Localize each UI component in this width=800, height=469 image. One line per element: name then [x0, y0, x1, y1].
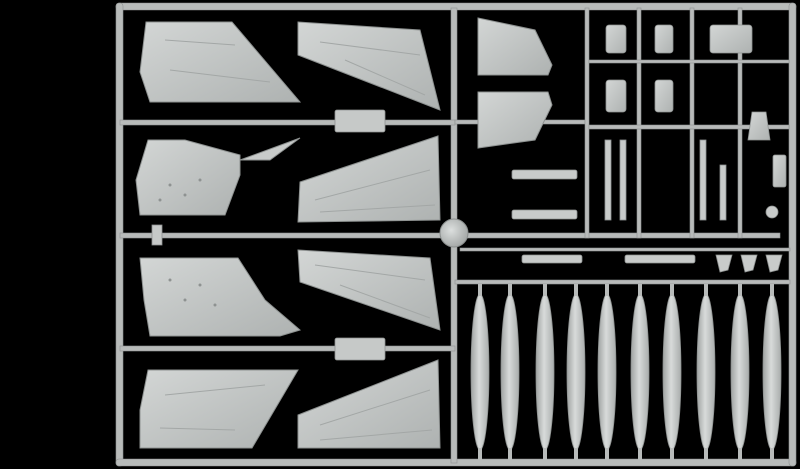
part-rudder-top — [477, 17, 553, 76]
part-ladder-connectors — [151, 109, 386, 361]
part-struts — [511, 139, 727, 264]
part-elevator-top — [297, 21, 441, 111]
sprue-hub — [439, 218, 469, 248]
part-pods — [470, 293, 782, 451]
part-small-clips — [715, 205, 783, 273]
part-wing-right-3 — [297, 249, 441, 331]
part-doors — [605, 24, 787, 188]
part-stabilizer-top-left — [139, 21, 302, 103]
part-pod-gates — [478, 284, 774, 460]
part-wing-right-2 — [297, 135, 441, 223]
part-fin-left-3 — [139, 257, 302, 337]
part-fin-left-2 — [135, 137, 301, 216]
part-rudder-bottom — [477, 91, 553, 149]
part-elevator-bottom — [297, 359, 441, 449]
part-stabilizer-bottom-left — [139, 369, 299, 449]
